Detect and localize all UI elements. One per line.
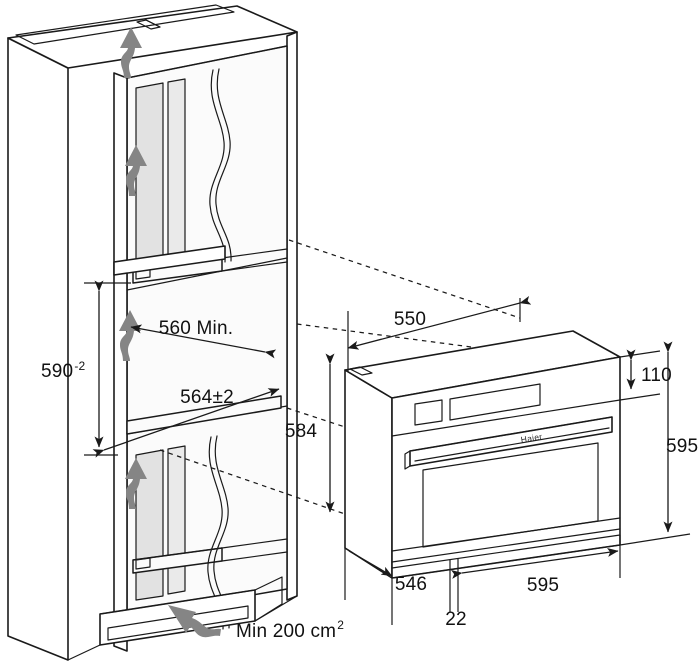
oven-dimension-set: 550 584 110 595 546 22 595 [285,295,698,630]
oven-main-display [449,383,541,421]
cabinet-top-rear-lip [15,4,235,45]
dim-110-label: 110 [641,365,672,386]
cabinet-front-left-stile [113,72,128,652]
cabinet-assembly [7,4,298,661]
dim-22-label: 22 [445,609,467,630]
dim-560-min-line [130,324,277,359]
airflow-arrow-niche [119,310,141,361]
niche-top-edge [126,257,288,291]
upper-vent-panel-left [135,82,164,271]
plinth-vent-gap [107,605,249,641]
dim-550-label: 550 [394,309,426,330]
dim-584-label: 584 [285,421,318,442]
dim-550-line [347,295,532,350]
dim-564-line [92,388,280,458]
oven-door-bottom-trim [391,517,621,563]
dim-595-height-label: 595 [666,436,698,457]
oven-rear-mount-tab [349,366,373,376]
oven-brand-label: Haier [520,431,543,444]
cabinet-mid-divider [113,245,226,276]
oven-assembly: Haier [344,330,621,579]
upper-opening-top-edge [126,45,288,79]
cabinet-break-line-upper-b [215,68,232,262]
airflow-arrow-lower [125,458,147,509]
plinth-top-edge [99,589,256,615]
dim-546-extension-lines [344,548,393,625]
oven-handle-highlight-lines [409,416,613,462]
oven-handle-end-cap [404,450,411,470]
lower-shelf-depth-lines [221,538,288,562]
cabinet-top-vent-edge [145,19,161,28]
dim-546-label: 546 [395,574,427,595]
airflow-arrows [119,27,221,638]
airflow-arrow-upper [125,145,147,196]
airflow-arrow-top [120,27,142,78]
projection-line-top [288,239,521,319]
dim-590-label: 590-2 [41,359,86,382]
lower-vent-riser-block [135,557,151,570]
vent-min-label: Min 200 cm2 [236,618,344,642]
control-panel-lower-edge [391,399,621,437]
oven-small-display [414,399,443,426]
dim-546-line [348,550,393,577]
airflow-arrow-plinth-intake [168,605,221,638]
dim-595-width-line [450,548,619,579]
cabinet-left-side-panel [7,37,69,661]
upper-shelf-depth-lines [221,248,288,272]
cabinet-right-edge-strip [286,31,298,601]
lower-vent-panel-right [167,445,186,595]
projection-line-lower-b [286,407,346,428]
upper-vent-panel-right [167,78,186,266]
plinth-right-return [254,576,283,622]
dim-564-label: 564±2 [180,387,234,408]
oven-left-side-panel [344,369,393,579]
dim-595-width-label: 595 [527,575,559,596]
dim-560-min-label: 560 Min. [159,318,233,339]
dim-595-height-extension [619,533,691,546]
cabinet-dimension-set: 590-2 560 Min. 564±2 Min 200 cm2 [41,280,344,642]
projection-line-lower-a [159,449,346,515]
cabinet-break-line-upper-a [209,69,226,263]
